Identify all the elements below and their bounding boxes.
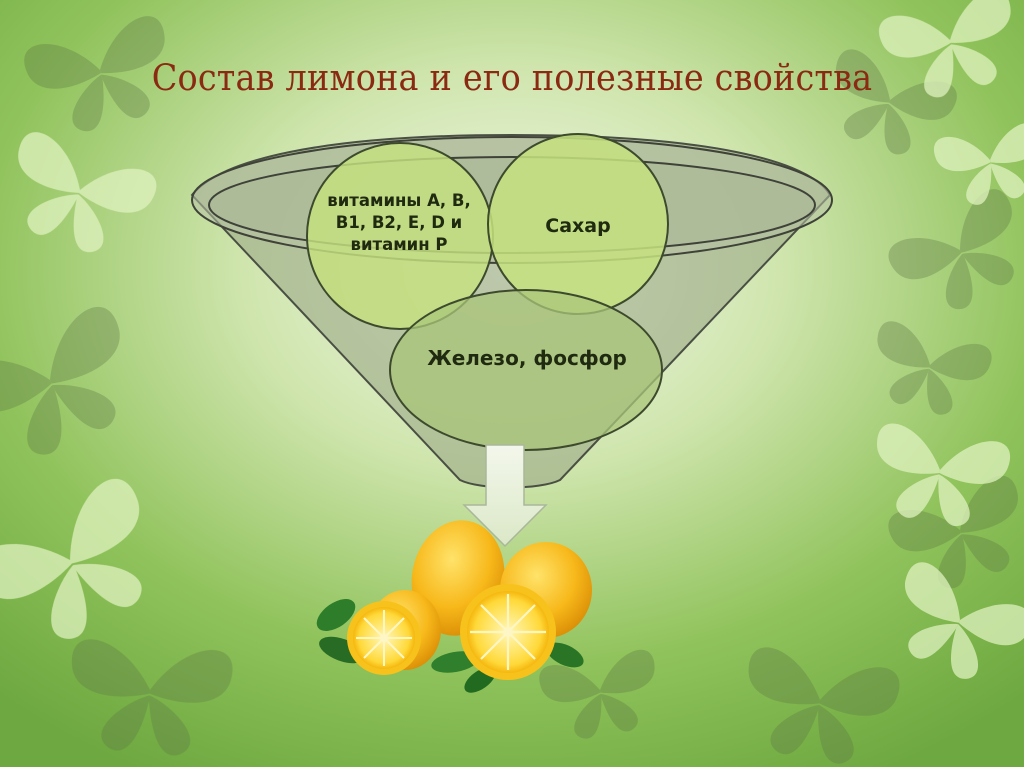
lemon-slice: [460, 584, 556, 680]
minerals-circle: [389, 289, 663, 451]
lemons-icon: [316, 520, 592, 693]
lemon-slice: [347, 601, 421, 675]
down-arrow: [462, 444, 548, 548]
sugar-label: Сахар: [545, 215, 611, 237]
vitamins-label: витамины А, В, В1, В2, Е, D и витамин Р: [327, 191, 471, 254]
minerals-label: Железо, фосфор: [427, 346, 627, 370]
page-title: Состав лимона и его полезные свойства: [151, 58, 873, 99]
